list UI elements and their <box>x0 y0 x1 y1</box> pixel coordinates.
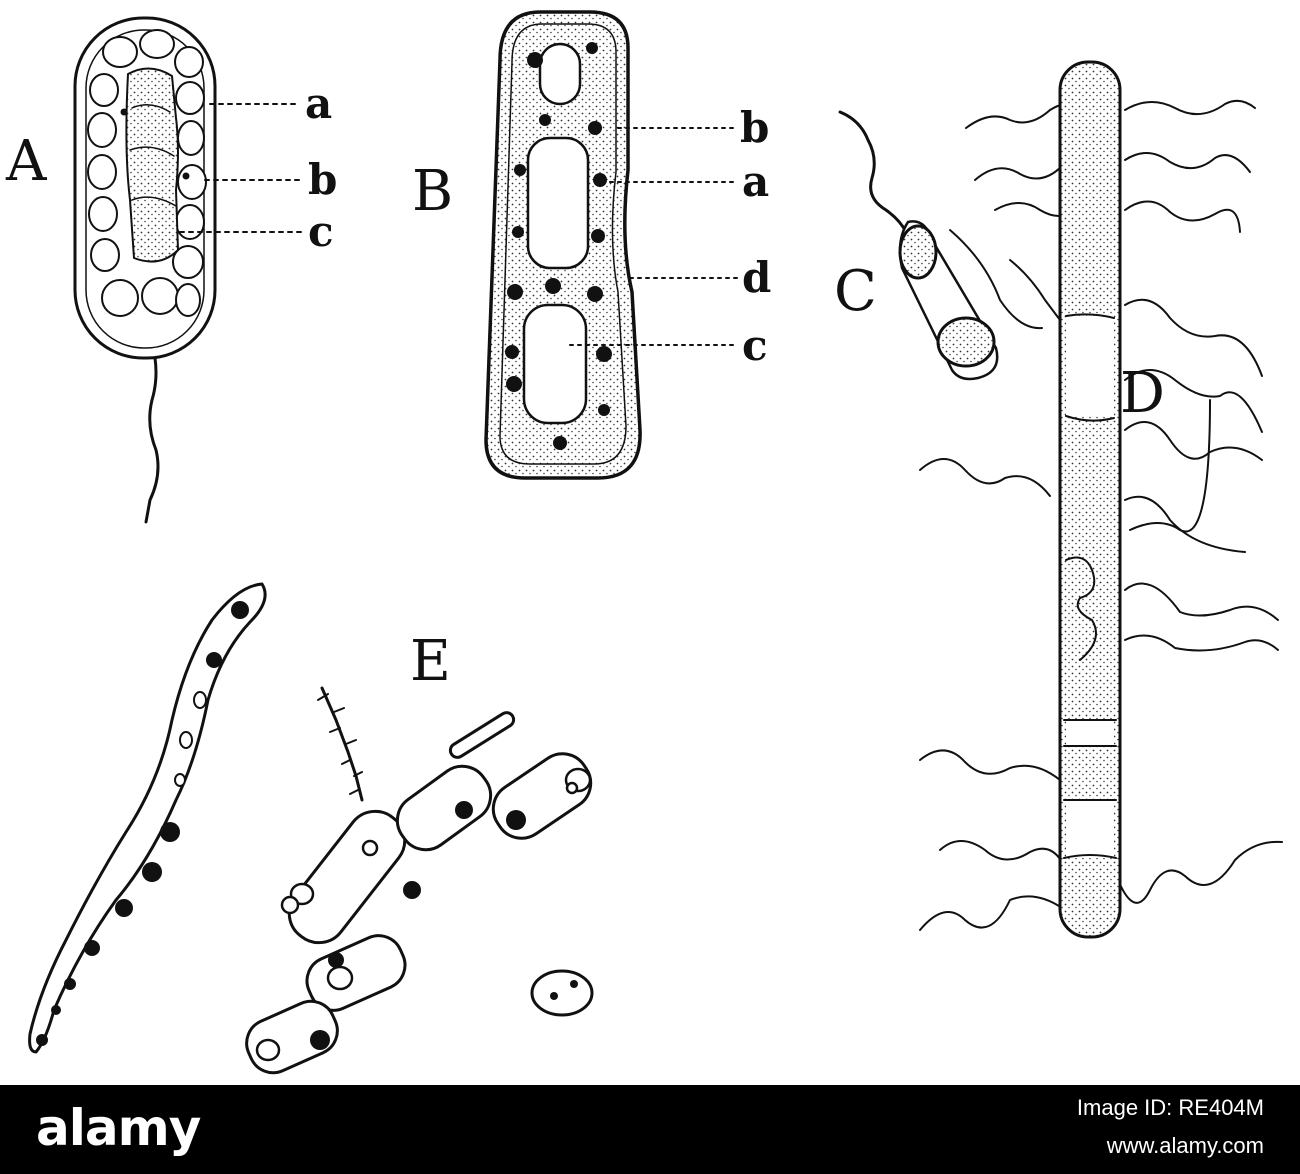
panel-b-leaders <box>569 127 739 346</box>
brand-logo: alamy <box>36 1099 201 1157</box>
panel-b-part-a: a <box>742 157 769 206</box>
panel-a-part-a: a <box>305 79 332 128</box>
panel-label-d: D <box>1120 361 1165 426</box>
panel-b-cell <box>484 10 642 480</box>
bacteria-illustration: A a b c B b a d c <box>5 10 1283 1075</box>
panel-a-leaders <box>179 103 305 233</box>
panel-e-long-filament <box>28 582 267 1054</box>
image-id-text: Image ID: RE404M <box>1076 1095 1264 1120</box>
panel-a-part-c: c <box>308 207 334 256</box>
panel-c-cell <box>838 110 1043 381</box>
panel-a-part-b: b <box>308 155 337 204</box>
panel-a-cell <box>73 16 217 524</box>
panel-label-e: E <box>410 629 451 694</box>
panel-label-c: C <box>834 259 877 324</box>
panel-b-part-c: c <box>742 321 768 370</box>
panel-label-a: A <box>5 129 47 194</box>
panel-b-part-b: b <box>740 103 769 152</box>
panel-e-chain-rod <box>317 686 364 802</box>
watermark-footer: alamy Image ID: RE404M www.alamy.com <box>0 1085 1300 1174</box>
panel-e-spores <box>255 767 592 1062</box>
panel-b-part-d: d <box>742 253 771 302</box>
panel-label-b: B <box>412 159 453 224</box>
site-url-text: www.alamy.com <box>1106 1133 1264 1158</box>
panel-d-cell <box>1058 60 1122 939</box>
panel-e-short-rod <box>448 711 516 759</box>
